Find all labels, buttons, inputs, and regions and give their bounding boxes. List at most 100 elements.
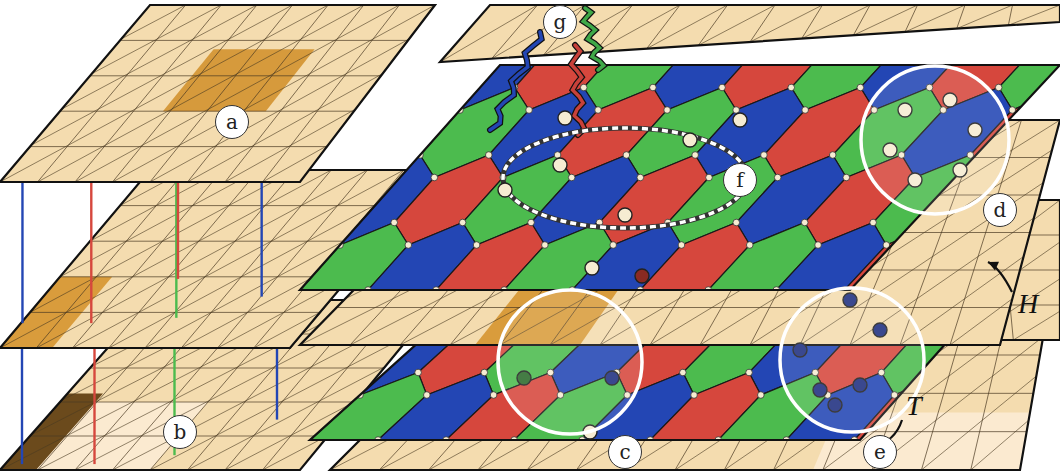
illustration-part [719,84,726,91]
illustration-part [0,5,186,182]
illustration-part [0,5,435,182]
illustration-part [75,5,399,182]
illustration-part [909,287,916,294]
illustration-part [786,309,793,316]
illustration-part [746,242,753,249]
callout-text: g [554,12,567,32]
illustration-part [595,107,602,114]
illustration-part [759,440,868,476]
illustration-part [459,219,466,226]
illustration-part [647,5,680,49]
callout-text: a [226,112,238,132]
illustration-part [733,107,740,114]
illustration-part [385,459,392,466]
illustration-part [362,174,369,181]
illustration-part [337,307,1010,308]
illustration-part [815,242,822,249]
tan-sheet [388,5,1060,65]
illustration-part [447,309,454,316]
illustration-part [522,459,529,466]
callout-letter: f [723,163,757,197]
illustration-part [938,219,945,226]
highlight-dot [558,111,572,125]
illustration-part [905,5,918,32]
illustration-part [485,152,492,159]
illustration-part [388,5,1060,65]
illustration-part [758,392,765,399]
callout-letter: b [163,415,197,449]
illustration-part [391,219,398,226]
illustration-part [473,242,480,249]
zoom-ring [780,288,924,432]
illustration-part [802,5,870,39]
illustration-part [1037,39,1044,46]
illustration-part [257,155,365,245]
illustration-part [0,170,331,348]
illustration-part [728,459,735,466]
pointer-arrow [988,262,999,271]
column-post [93,339,95,464]
illustration-part [677,354,684,361]
illustration-part [637,174,644,181]
illustration-part [270,440,388,476]
illustration-part [388,5,490,65]
callout-text: c [619,442,630,462]
illustration-part [388,107,395,114]
illustration-part [338,354,345,361]
illustration-part [0,394,103,471]
illustration-part [843,174,850,181]
illustration-part [73,170,223,348]
illustration-part [591,459,598,466]
illustration-part [802,107,809,114]
illustration-part [957,5,965,29]
illustration-part [542,242,549,249]
illustration-part [300,65,1060,290]
illustration-part [528,219,535,226]
column-post [90,173,92,323]
illustration-part [664,107,671,114]
illustration-part [410,440,526,476]
illustration-part [995,84,1002,91]
illustration-part [145,170,295,348]
illustration-part [90,368,384,369]
pointer-arrow [988,262,1012,292]
illustration-part [680,369,687,376]
illustration-part [109,170,259,348]
illustration-part [322,219,329,226]
illustration-part [797,459,804,466]
illustration-part [481,369,488,376]
illustration-part [139,290,247,380]
illustration-part [1008,5,1012,25]
illustration-part [60,402,356,403]
illustration-part [290,392,297,399]
illustration-part [442,84,449,91]
illustration-part [580,84,587,91]
layer-label: T [906,392,922,420]
illustration-part [680,290,790,380]
illustration-part [188,5,329,182]
illustration-part [801,219,808,226]
illustration-part [623,152,630,159]
illustration-part [181,170,331,348]
illustration-part [919,437,926,444]
illustration-part [406,354,413,361]
illustration-part [175,309,182,316]
zoom-ring [498,290,642,434]
illustration-part [750,5,775,42]
illustration-part [415,369,422,376]
callout-letter: c [608,435,642,469]
illustration-part [650,309,657,316]
illustration-part [650,84,657,91]
illustration-part [898,39,905,46]
illustration-part [38,5,364,182]
illustration-part [0,5,221,182]
zoom-ring [861,66,1009,214]
wavy-link [571,45,584,135]
illustration-part [0,170,223,348]
illustration-part [405,242,412,249]
illustration-part [692,152,699,159]
callout-text: b [174,422,187,442]
highlight-dot [618,208,632,222]
illustration-part [440,5,1060,62]
